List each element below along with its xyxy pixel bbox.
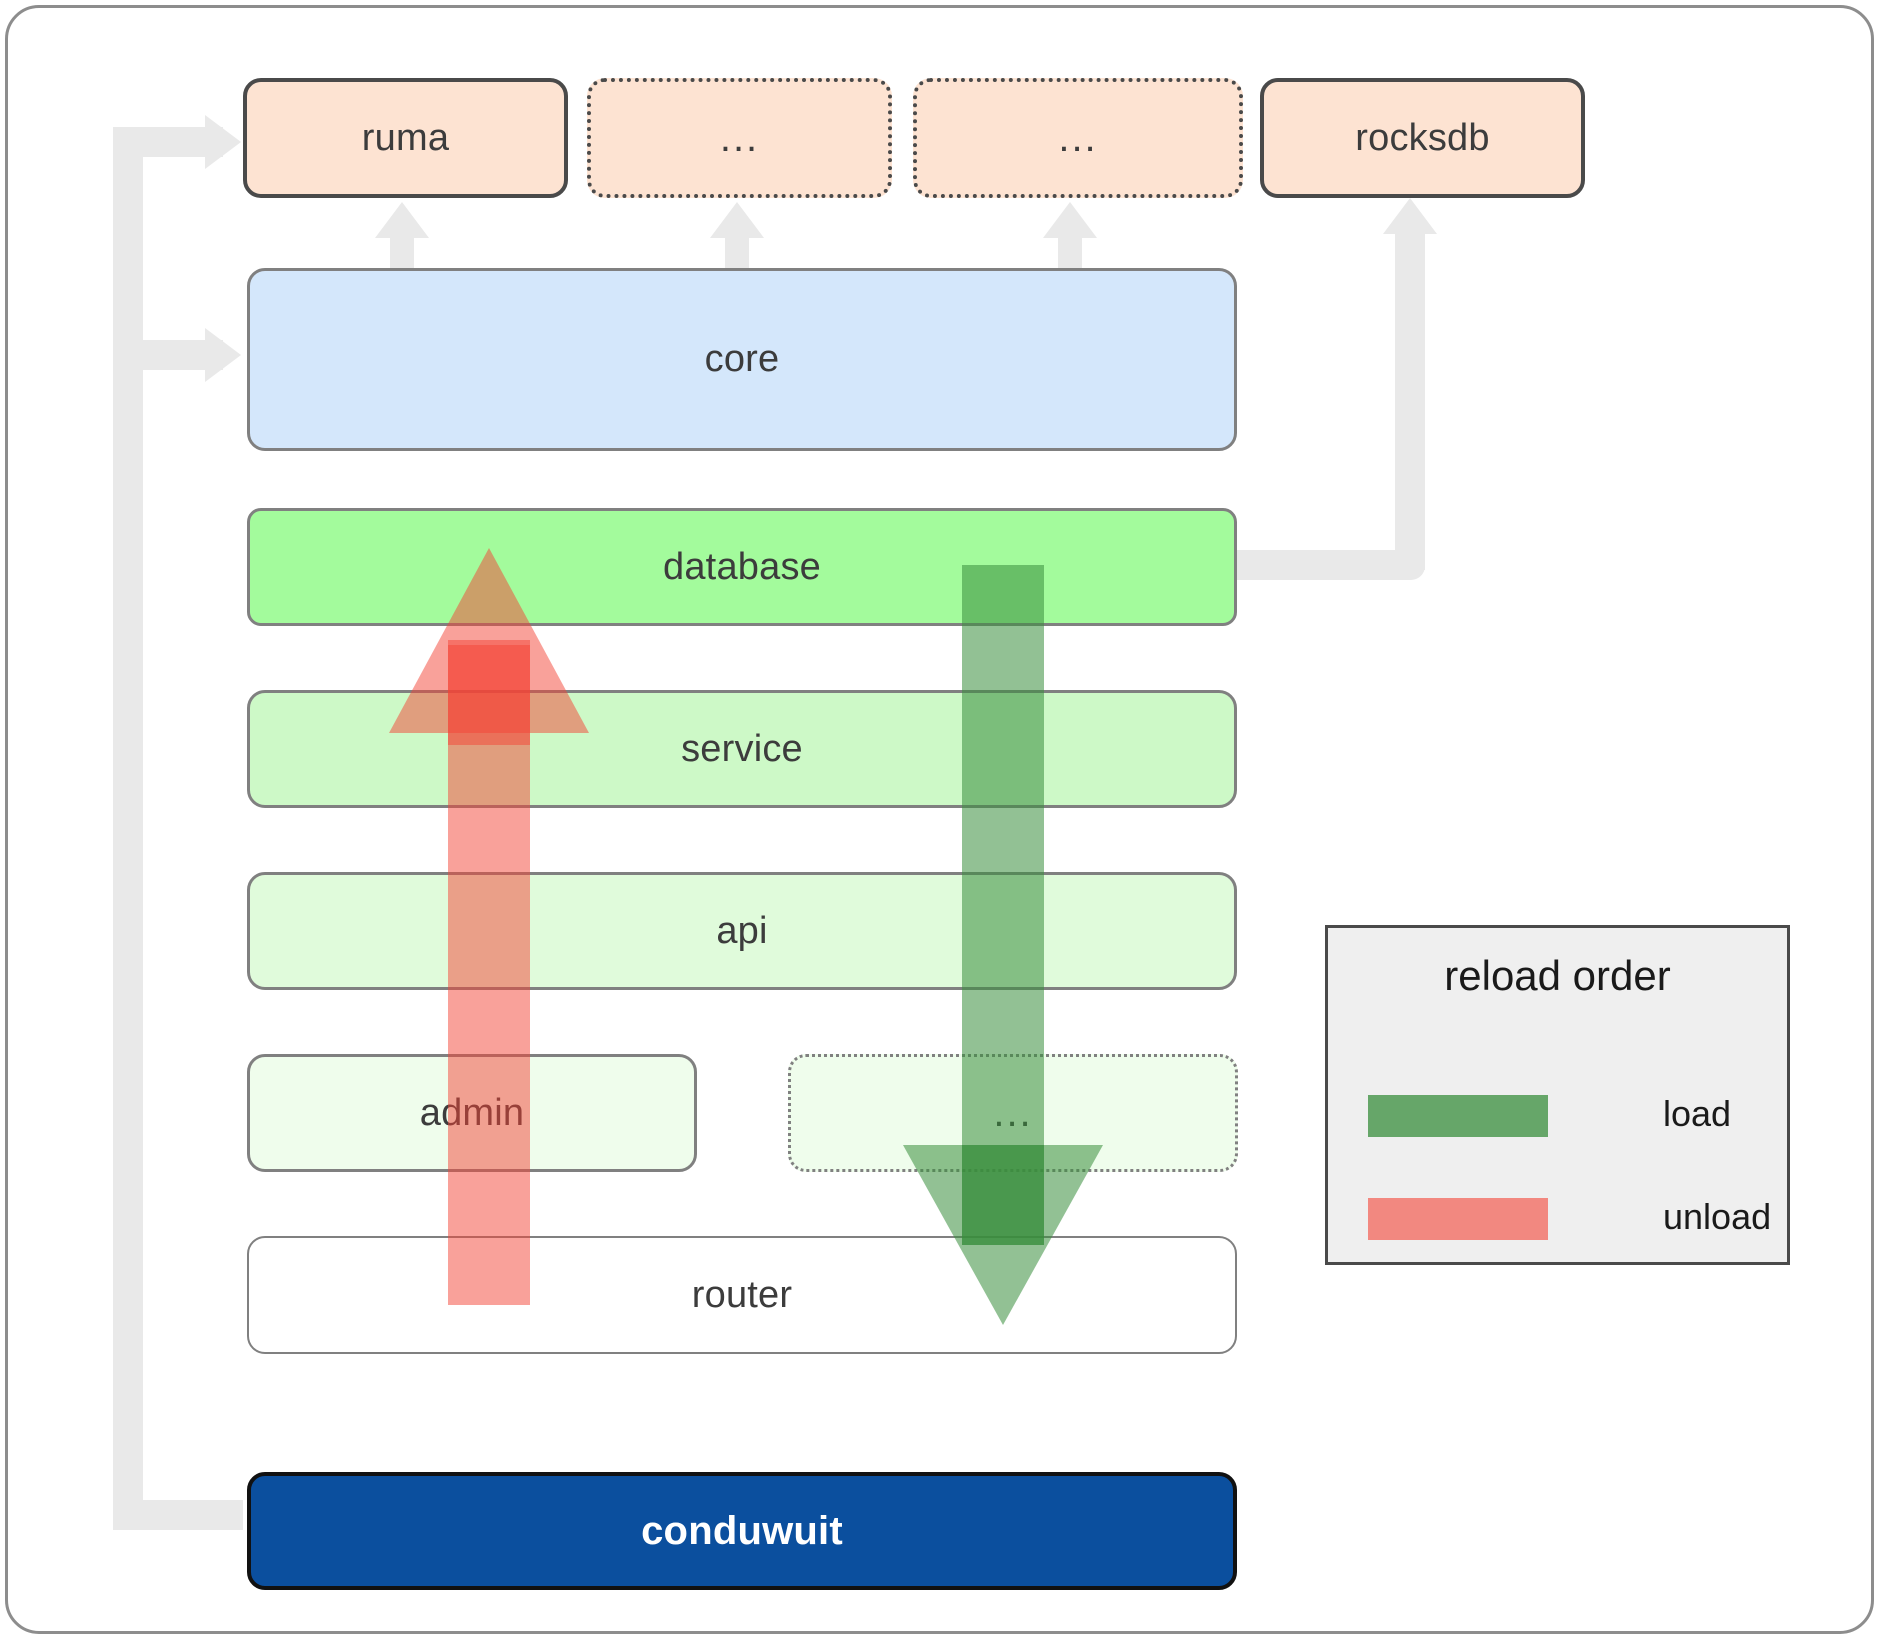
unload-arrow-notch <box>448 645 530 745</box>
unload-arrow-head-icon <box>389 548 589 733</box>
legend-row-load: load <box>1368 1073 1768 1159</box>
gray-arrow-dep3-icon <box>1043 202 1097 238</box>
node-core[interactable]: core <box>247 268 1237 451</box>
load-arrow-shaft <box>962 565 1044 1245</box>
node-core-label: core <box>704 338 780 380</box>
node-dep-3[interactable]: ... <box>913 78 1243 198</box>
gray-arrow-dep2-icon <box>710 202 764 238</box>
node-database-label: database <box>663 545 821 588</box>
node-conduwuit[interactable]: conduwuit <box>247 1472 1237 1590</box>
diagram-frame <box>5 5 1874 1634</box>
gray-arrow-rocksdb-icon <box>1383 198 1437 234</box>
node-api-label: api <box>716 909 768 952</box>
node-ruma-label: ruma <box>361 116 450 159</box>
node-api[interactable]: api <box>247 872 1237 990</box>
legend-load-label: load <box>1663 1093 1732 1134</box>
gray-arrow-core-icon <box>205 328 241 382</box>
gray-arrow-dep-ruma-icon <box>375 202 429 238</box>
gray-trunk-to-root <box>113 1500 243 1530</box>
node-database[interactable]: database <box>247 508 1237 626</box>
node-dep-2[interactable]: ... <box>587 78 892 198</box>
gray-db-to-rocksdb-horizontal <box>1225 550 1425 580</box>
node-ruma[interactable]: ruma <box>243 78 568 198</box>
node-router[interactable]: router <box>247 1236 1237 1354</box>
gray-arrow-ruma-icon <box>205 115 241 169</box>
load-arrow-notch <box>962 1145 1044 1245</box>
node-service-label: service <box>681 727 803 770</box>
gray-branch-ruma <box>113 127 223 157</box>
node-rocksdb-label: rocksdb <box>1355 116 1490 159</box>
node-rocksdb[interactable]: rocksdb <box>1260 78 1585 198</box>
legend-unload-shaft <box>1368 1198 1548 1240</box>
legend-reload-order: reload order load unload <box>1325 925 1790 1265</box>
gray-branch-core <box>113 340 223 370</box>
legend-row-unload: unload <box>1368 1176 1772 1262</box>
node-conduwuit-label: conduwuit <box>641 1508 843 1553</box>
node-dep-3-label: ... <box>1058 116 1098 160</box>
gray-db-to-rocksdb-vertical <box>1395 230 1425 570</box>
node-router-label: router <box>691 1273 793 1316</box>
legend-load-shaft <box>1368 1095 1548 1137</box>
legend-title: reload order <box>1444 952 1671 999</box>
node-dep-2-label: ... <box>719 116 760 160</box>
legend-unload-label: unload <box>1663 1196 1772 1237</box>
unload-arrow-shaft <box>448 640 530 1305</box>
